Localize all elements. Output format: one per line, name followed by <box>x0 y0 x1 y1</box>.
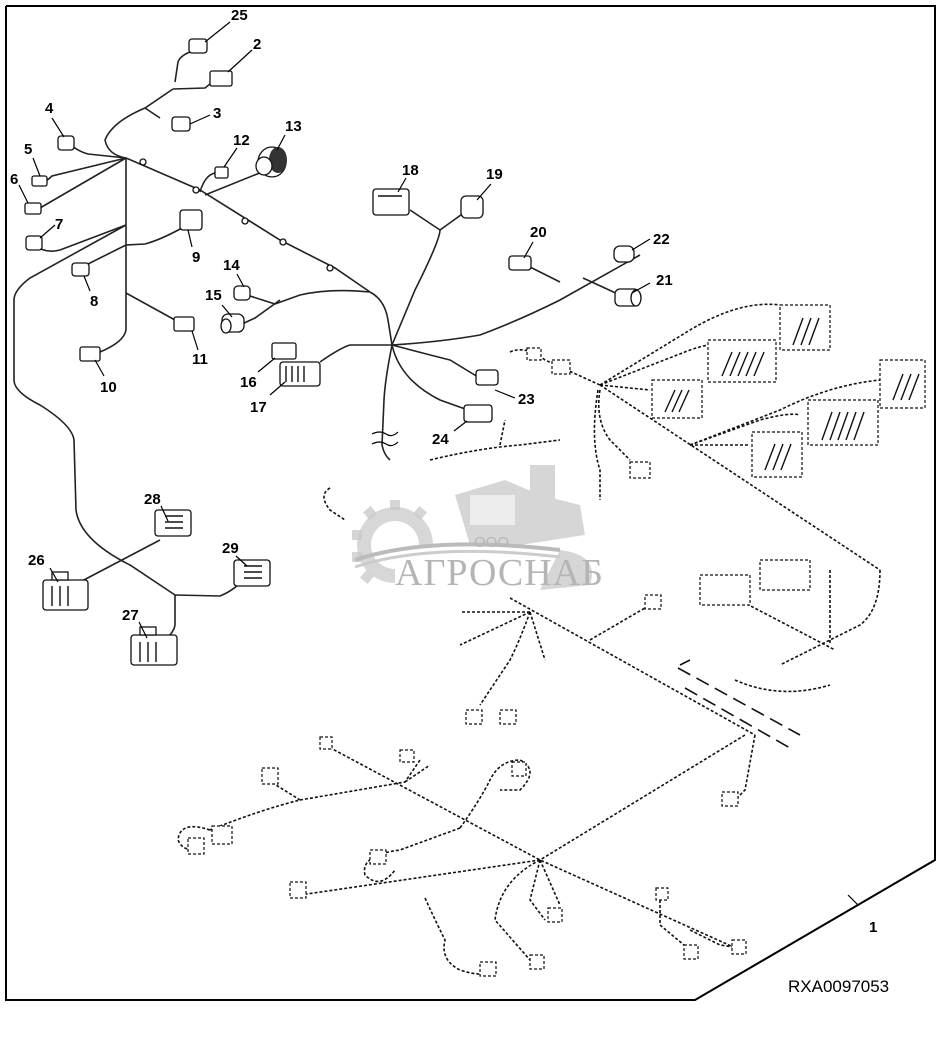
connector-20[interactable] <box>508 255 532 271</box>
connector-15[interactable] <box>220 313 245 334</box>
callout-5[interactable]: 5 <box>24 141 32 158</box>
connector-14[interactable] <box>233 285 251 301</box>
harvester-icon <box>455 465 592 590</box>
callout-4[interactable]: 4 <box>45 100 54 117</box>
dashed-connectors <box>187 304 926 977</box>
connector-5[interactable] <box>31 175 48 187</box>
watermark-logo: ООО АГРОСНАБ <box>352 465 604 594</box>
callout-12[interactable]: 12 <box>233 132 250 149</box>
callout-26[interactable]: 26 <box>28 552 45 569</box>
callout-1[interactable]: 1 <box>869 919 877 936</box>
connector-7[interactable] <box>25 235 43 251</box>
callout-13[interactable]: 13 <box>285 118 302 135</box>
connector-block <box>751 431 803 478</box>
connector-28[interactable] <box>154 509 192 537</box>
connector-4[interactable] <box>57 135 75 151</box>
callout-23[interactable]: 23 <box>518 391 535 408</box>
connector-24[interactable] <box>463 404 493 423</box>
callout-6[interactable]: 6 <box>10 171 18 188</box>
connector-6[interactable] <box>24 202 42 215</box>
callout-27[interactable]: 27 <box>122 607 139 624</box>
callout-25[interactable]: 25 <box>231 7 248 24</box>
connector-9[interactable] <box>179 209 203 231</box>
callout-3[interactable]: 3 <box>213 105 221 122</box>
callout-17[interactable]: 17 <box>250 399 267 416</box>
connector-26[interactable] <box>42 571 89 611</box>
callout-leaders <box>18 21 859 906</box>
watermark-prefix: ООО <box>474 534 509 551</box>
connector-12[interactable] <box>214 166 229 179</box>
connector-block <box>807 399 879 446</box>
callout-24[interactable]: 24 <box>432 431 449 448</box>
connector-19[interactable] <box>460 195 484 219</box>
callout-9[interactable]: 9 <box>192 249 200 266</box>
connector-block <box>879 359 926 409</box>
connector-21[interactable] <box>614 288 642 307</box>
connector-8[interactable] <box>71 262 90 277</box>
connector-2[interactable] <box>209 70 233 87</box>
callout-7[interactable]: 7 <box>55 216 63 233</box>
connector-13[interactable] <box>255 146 287 178</box>
callout-labels: 25 2 3 4 5 6 7 9 8 11 10 12 13 14 15 16 … <box>10 7 877 936</box>
callout-19[interactable]: 19 <box>486 166 503 183</box>
connectors <box>24 38 642 666</box>
connector-block <box>651 379 703 419</box>
callout-2[interactable]: 2 <box>253 36 261 53</box>
connector-17[interactable] <box>279 361 321 387</box>
callout-15[interactable]: 15 <box>205 287 222 304</box>
callout-11[interactable]: 11 <box>192 351 208 368</box>
connector-18[interactable] <box>372 188 410 216</box>
connector-27[interactable] <box>130 626 178 666</box>
connector-10[interactable] <box>79 346 101 362</box>
connector-29[interactable] <box>233 559 271 587</box>
callout-28[interactable]: 28 <box>144 491 161 508</box>
connector-block <box>779 304 831 351</box>
callout-16[interactable]: 16 <box>240 374 257 391</box>
callout-10[interactable]: 10 <box>100 379 117 396</box>
connector-23[interactable] <box>475 369 499 386</box>
callout-21[interactable]: 21 <box>656 272 673 289</box>
callout-14[interactable]: 14 <box>223 257 240 274</box>
connector-25[interactable] <box>188 38 208 54</box>
connector-3[interactable] <box>171 116 191 132</box>
connector-block <box>707 339 777 383</box>
callout-22[interactable]: 22 <box>653 231 670 248</box>
watermark-name: АГРОСНАБ <box>395 552 604 594</box>
callout-20[interactable]: 20 <box>530 224 547 241</box>
connector-11[interactable] <box>173 316 195 332</box>
connector-16[interactable] <box>271 342 297 360</box>
connector-22[interactable] <box>613 245 635 263</box>
callout-8[interactable]: 8 <box>90 293 98 310</box>
upper-harness <box>13 51 641 641</box>
callout-18[interactable]: 18 <box>402 162 419 179</box>
callout-29[interactable]: 29 <box>222 540 239 557</box>
reference-code: RXA0097053 <box>788 977 889 996</box>
diagram-frame <box>5 5 936 1001</box>
